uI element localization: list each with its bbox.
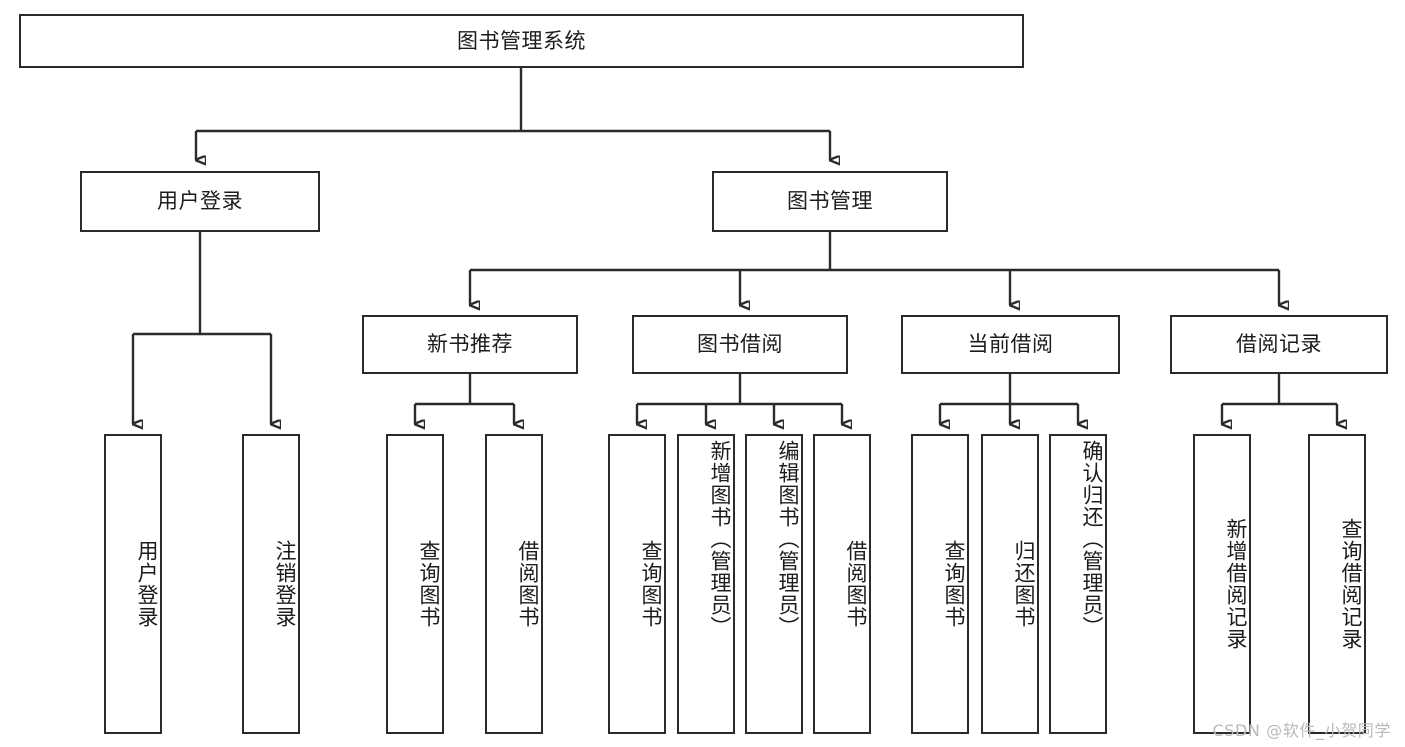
node-label: 用户登录	[157, 189, 243, 214]
node-label: 新增图书（管理员）	[708, 440, 732, 638]
leaf-record-add-record[interactable]: 新增借阅记录	[1193, 434, 1251, 734]
leaf-current-confirm-return-admin[interactable]: 确认归还（管理员）	[1049, 434, 1107, 734]
node-label: 借阅图书	[844, 540, 868, 628]
leaf-newbook-query-book[interactable]: 查询图书	[386, 434, 444, 734]
node-label: 用户登录	[135, 540, 159, 628]
node-label: 新书推荐	[427, 332, 513, 357]
node-new-book-recommend[interactable]: 新书推荐	[362, 315, 578, 374]
leaf-borrow-edit-book-admin[interactable]: 编辑图书（管理员）	[745, 434, 803, 734]
leaf-current-query-book[interactable]: 查询图书	[911, 434, 969, 734]
node-label: 编辑图书（管理员）	[776, 440, 800, 638]
node-label: 图书管理系统	[457, 28, 586, 53]
leaf-record-query-record[interactable]: 查询借阅记录	[1308, 434, 1366, 734]
leaf-user-login[interactable]: 用户登录	[104, 434, 162, 734]
node-label: 图书借阅	[697, 332, 783, 357]
watermark-text: CSDN @软件_小贺同学	[1212, 721, 1391, 740]
node-user-login[interactable]: 用户登录	[80, 171, 320, 232]
node-label: 归还图书	[1012, 540, 1036, 628]
node-label: 查询借阅记录	[1339, 518, 1363, 650]
node-book-management[interactable]: 图书管理	[712, 171, 948, 232]
leaf-logout[interactable]: 注销登录	[242, 434, 300, 734]
node-label: 查询图书	[639, 540, 663, 628]
node-label: 新增借阅记录	[1224, 518, 1248, 650]
leaf-borrow-query-book[interactable]: 查询图书	[608, 434, 666, 734]
node-label: 查询图书	[417, 540, 441, 628]
leaf-borrow-borrow-book[interactable]: 借阅图书	[813, 434, 871, 734]
node-label: 图书管理	[787, 189, 873, 214]
node-book-borrow[interactable]: 图书借阅	[632, 315, 848, 374]
node-root-system[interactable]: 图书管理系统	[19, 14, 1024, 68]
node-label: 当前借阅	[967, 332, 1054, 357]
node-label: 注销登录	[273, 540, 297, 628]
leaf-newbook-borrow-book[interactable]: 借阅图书	[485, 434, 543, 734]
node-label: 查询图书	[942, 540, 966, 628]
node-current-borrow[interactable]: 当前借阅	[901, 315, 1120, 374]
leaf-current-return-book[interactable]: 归还图书	[981, 434, 1039, 734]
node-borrow-record[interactable]: 借阅记录	[1170, 315, 1388, 374]
node-label: 借阅图书	[516, 540, 540, 628]
node-label: 确认归还（管理员）	[1080, 440, 1104, 638]
leaf-borrow-add-book-admin[interactable]: 新增图书（管理员）	[677, 434, 735, 734]
node-label: 借阅记录	[1236, 332, 1322, 357]
